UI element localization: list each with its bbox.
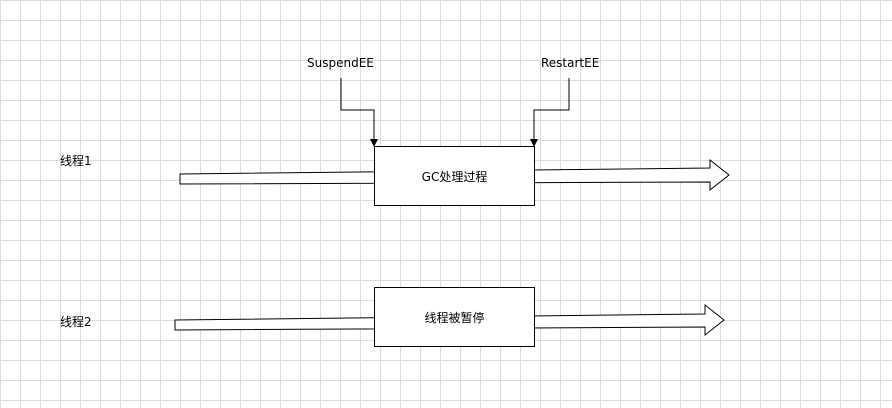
restart-label: RestartEE: [541, 56, 600, 70]
suspend-arrowhead: [370, 139, 378, 147]
suspend-connector[interactable]: [340, 78, 375, 140]
gc-process-label: GC处理过程: [421, 169, 488, 184]
suspend-label: SuspendEE: [307, 56, 374, 70]
restart-arrowhead: [530, 139, 538, 147]
gc-process-box[interactable]: GC处理过程: [374, 146, 535, 206]
restart-connector[interactable]: [533, 78, 570, 140]
thread-2-label: 线程2: [60, 315, 92, 329]
thread-1-label: 线程1: [60, 154, 92, 168]
thread-paused-box[interactable]: 线程被暂停: [374, 287, 535, 347]
thread-paused-label: 线程被暂停: [424, 310, 485, 325]
